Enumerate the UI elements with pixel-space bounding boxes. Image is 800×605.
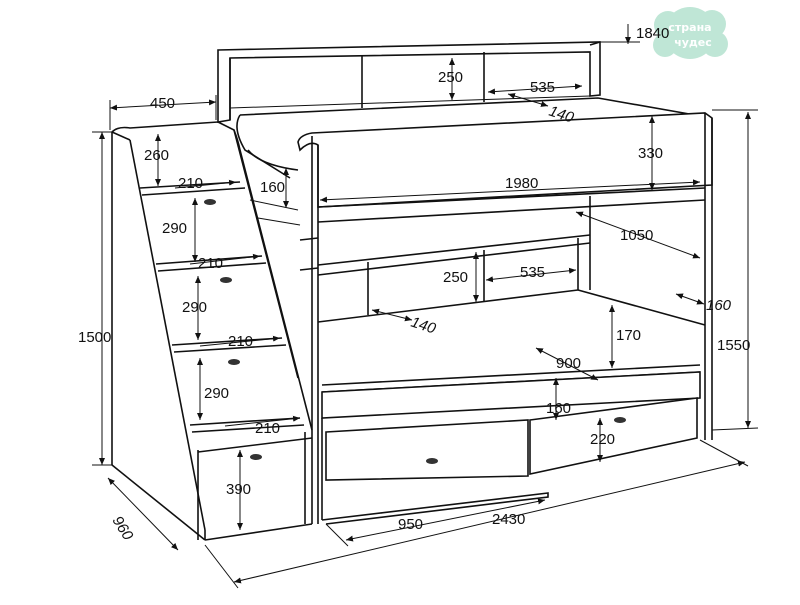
dim-bottom-box: 390 bbox=[226, 481, 251, 498]
drawer-left bbox=[325, 419, 529, 481]
step-4-handle bbox=[250, 454, 262, 460]
step-1-handle bbox=[204, 199, 216, 205]
dim-step3-height: 290 bbox=[204, 385, 229, 402]
dim-stair-total-height: 1500 bbox=[78, 329, 111, 346]
dim-drawer-gap: 160 bbox=[546, 400, 571, 417]
step-2-handle bbox=[220, 277, 232, 283]
dim-step2-depth: 210 bbox=[198, 255, 223, 272]
dim-stair-width: 960 bbox=[109, 513, 137, 544]
dim-mid-shelf-depth: 140 bbox=[409, 314, 439, 338]
dim-total-height: 1550 bbox=[717, 337, 750, 354]
dim-side-gap: 160 bbox=[706, 297, 732, 314]
drawer-right-handle bbox=[614, 417, 626, 423]
dim-stair-depth: 450 bbox=[150, 95, 175, 112]
dim-step3-depth: 210 bbox=[228, 333, 253, 350]
brand-logo: страна чудес bbox=[653, 7, 728, 59]
dim-step2-height: 290 bbox=[182, 299, 207, 316]
dim-step1-height: 290 bbox=[162, 220, 187, 237]
logo-line-1: страна bbox=[668, 21, 711, 34]
dim-top-shelf-height: 250 bbox=[438, 69, 463, 86]
dimension-lines bbox=[92, 24, 759, 589]
drawer-right bbox=[529, 397, 698, 475]
dim-top-shelf-width: 535 bbox=[530, 79, 555, 96]
dim-top-total: 1840 bbox=[636, 25, 669, 42]
dimension-labels: 1840 250 535 140 450 260 210 160 290 210… bbox=[78, 25, 750, 544]
dim-upper-length: 1980 bbox=[505, 175, 538, 192]
dim-mid-shelf-height: 250 bbox=[443, 269, 468, 286]
dim-rail-height: 160 bbox=[260, 179, 285, 196]
dim-step1-depth: 210 bbox=[178, 175, 203, 192]
dim-total-length: 2430 bbox=[492, 511, 525, 528]
logo-line-2: чудес bbox=[674, 36, 712, 49]
dim-mid-shelf-width: 535 bbox=[520, 264, 545, 281]
dim-upper-width: 1050 bbox=[620, 227, 653, 244]
dim-upper-guard: 330 bbox=[638, 145, 663, 162]
dim-step-top: 260 bbox=[144, 147, 169, 164]
drawer-left-handle bbox=[426, 458, 438, 464]
dim-lower-guard: 170 bbox=[616, 327, 641, 344]
dim-drawer-width: 950 bbox=[398, 516, 423, 533]
dim-step4-depth: 210 bbox=[255, 420, 280, 437]
step-3-handle bbox=[228, 359, 240, 365]
dim-lower-mattress: 900 bbox=[556, 355, 581, 372]
drawers bbox=[321, 397, 698, 525]
dim-drawer-height: 220 bbox=[590, 431, 615, 448]
